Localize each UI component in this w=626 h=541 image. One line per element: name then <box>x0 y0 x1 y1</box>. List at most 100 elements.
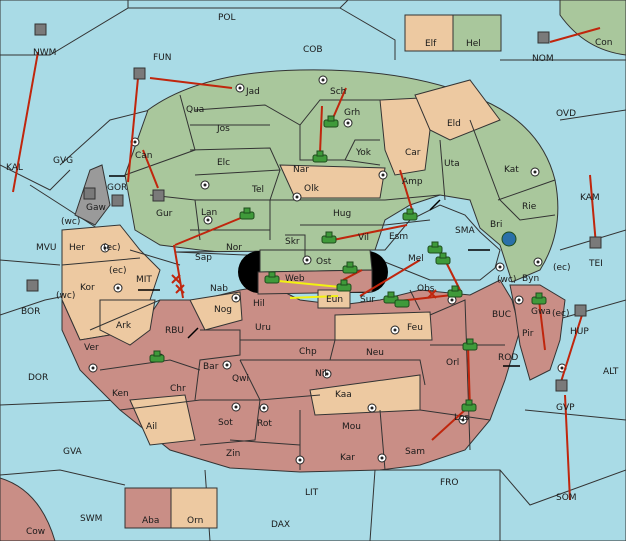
move-order-arrow <box>559 314 583 386</box>
label-ail: Ail <box>146 422 157 432</box>
label-ark: Ark <box>116 321 132 331</box>
label-her: Her <box>69 243 85 253</box>
label-ovd: OVD <box>556 109 576 119</box>
fleet-icon <box>26 279 39 292</box>
move-order-arrow <box>399 169 414 214</box>
label-nwm: NWM <box>33 48 56 58</box>
label-tel: Tel <box>251 185 264 195</box>
label-gaw: Gaw <box>86 203 106 213</box>
elf-region <box>404 14 454 52</box>
support-order-arrow <box>267 279 341 288</box>
label-ken: Ken <box>112 389 129 399</box>
nog-region <box>189 291 243 331</box>
label-gvg: GVG <box>53 156 73 166</box>
label-kat: Kat <box>504 165 519 175</box>
tank-icon <box>264 271 280 284</box>
label-rie: Rie <box>522 202 537 212</box>
label-uta: Uta <box>444 159 460 169</box>
coast-arrows <box>109 175 520 367</box>
move-order-arrow <box>342 269 363 281</box>
tank-icon <box>323 115 339 128</box>
label-sap: Sap <box>195 253 212 263</box>
label-web: Web <box>285 274 305 284</box>
tank-icon <box>435 252 451 265</box>
tank-icon <box>312 150 328 163</box>
label-fun: FUN <box>153 53 172 63</box>
label-los: Los <box>454 413 469 423</box>
label-jad: Jad <box>245 87 260 97</box>
move-order-arrow <box>564 394 571 501</box>
move-order-arrow <box>359 259 421 297</box>
move-order-arrow <box>142 149 159 189</box>
label-sam: Sam <box>405 447 425 457</box>
ark-region <box>99 299 156 346</box>
move-order-arrow <box>332 224 408 241</box>
label-con: Con <box>595 38 613 48</box>
label-fro: FRO <box>440 478 459 488</box>
move-order-arrow <box>332 87 347 119</box>
label-hel: Hel <box>466 39 481 49</box>
tank-icon <box>239 207 255 220</box>
ail-region <box>129 394 196 446</box>
label-aba: Aba <box>142 516 159 526</box>
label-chp: Chp <box>299 347 317 357</box>
eld-region <box>414 79 501 141</box>
label-uru: Uru <box>255 323 271 333</box>
label-skr: Skr <box>285 237 300 247</box>
label-neu: Neu <box>366 348 384 358</box>
label-ec-3: (ec) <box>553 263 571 273</box>
support-order-arrow <box>289 295 339 299</box>
move-order-arrow <box>589 174 597 246</box>
label-mou: Mou <box>342 422 361 432</box>
label-car: Car <box>405 148 421 158</box>
tank-icon <box>321 231 337 244</box>
label-ec-2: (ec) <box>109 266 127 276</box>
label-tei: TEI <box>588 259 603 269</box>
move-order-arrow <box>431 409 466 441</box>
label-kam: KAM <box>580 193 600 203</box>
cross-icon <box>171 274 181 284</box>
label-jos: Jos <box>216 124 230 134</box>
fleet-icon <box>152 189 165 202</box>
label-obs: Obs <box>417 284 435 294</box>
label-pol: POL <box>218 13 236 23</box>
label-eun: Eun <box>326 295 343 305</box>
label-orn: Orn <box>187 516 203 526</box>
label-som: SOM <box>556 493 577 503</box>
label-gva: GVA <box>63 447 83 457</box>
label-mvu: MVU <box>36 243 57 253</box>
label-kar: Kar <box>340 453 355 463</box>
label-byn: Byn <box>522 274 539 284</box>
fleet-icon <box>589 236 602 249</box>
fleet-icon <box>111 194 124 207</box>
label-ec-1: (ec) <box>103 243 121 253</box>
label-lit: LIT <box>305 488 319 498</box>
label-pir: Pir <box>522 329 534 339</box>
move-order-arrow <box>549 27 601 43</box>
fleet-icon <box>574 304 587 317</box>
label-nog: Nog <box>214 305 232 315</box>
move-order-arrow <box>12 51 39 193</box>
label-can: Can <box>135 151 153 161</box>
label-ost: Ost <box>316 257 332 267</box>
label-gur: Gur <box>156 209 173 219</box>
label-zin: Zin <box>226 449 240 459</box>
label-amp: Amp <box>402 177 423 187</box>
fleet-icon <box>555 379 568 392</box>
move-order-arrow <box>149 77 233 89</box>
label-rot: Rot <box>257 419 272 429</box>
label-qua: Qua <box>186 105 204 115</box>
label-bar: Bar <box>203 362 219 372</box>
label-nar: Nar <box>293 165 309 175</box>
label-buc: BUC <box>492 310 511 320</box>
hel-region <box>452 14 502 52</box>
label-nil: Nil <box>315 369 327 379</box>
label-qwi: Qwi <box>232 374 249 384</box>
label-hil: Hil <box>253 299 265 309</box>
orn-region <box>170 487 218 529</box>
label-dax: DAX <box>271 520 290 530</box>
label-ver: Ver <box>84 343 99 353</box>
eun-region <box>317 289 351 309</box>
